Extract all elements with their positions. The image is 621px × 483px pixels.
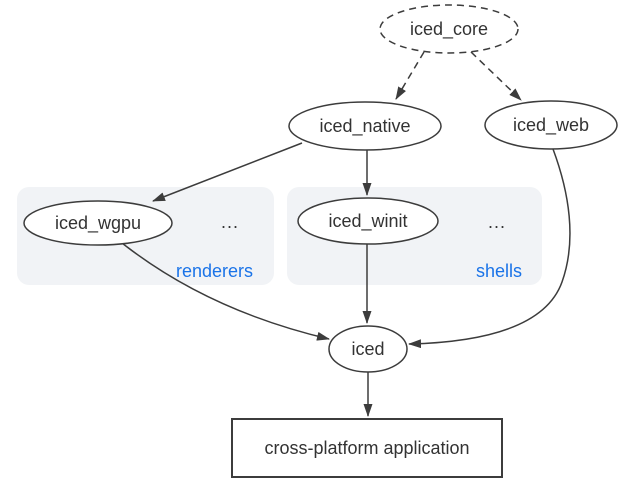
node-iced-label: iced	[351, 339, 384, 359]
edge-iced_web-iced	[408, 148, 571, 349]
node-iced-winit-label: iced_winit	[328, 211, 407, 232]
node-iced-wgpu-label: iced_wgpu	[55, 213, 141, 234]
node-iced	[328, 325, 408, 373]
node-iced-wgpu	[23, 200, 173, 246]
node-iced-winit	[297, 197, 439, 245]
node-iced-native-label: iced_native	[319, 116, 410, 137]
node-iced-native	[288, 101, 442, 151]
node-iced-web-label: iced_web	[513, 115, 589, 136]
edge-iced_wgpu-iced	[121, 242, 330, 341]
node-iced-web	[484, 100, 618, 150]
shells-ellipsis: ...	[488, 212, 506, 232]
shells-group-label: shells	[476, 261, 522, 281]
node-application-label: cross-platform application	[264, 438, 469, 458]
renderers-ellipsis: ...	[221, 212, 239, 232]
renderers-group-label: renderers	[176, 261, 253, 281]
node-iced-core	[379, 4, 519, 54]
node-iced-core-label: iced_core	[410, 19, 488, 40]
edge-iced_core-iced_web	[470, 51, 522, 101]
node-application	[231, 418, 503, 478]
edge-iced_native-iced_wgpu	[152, 142, 303, 202]
edge-iced_core-iced_native	[395, 51, 425, 100]
